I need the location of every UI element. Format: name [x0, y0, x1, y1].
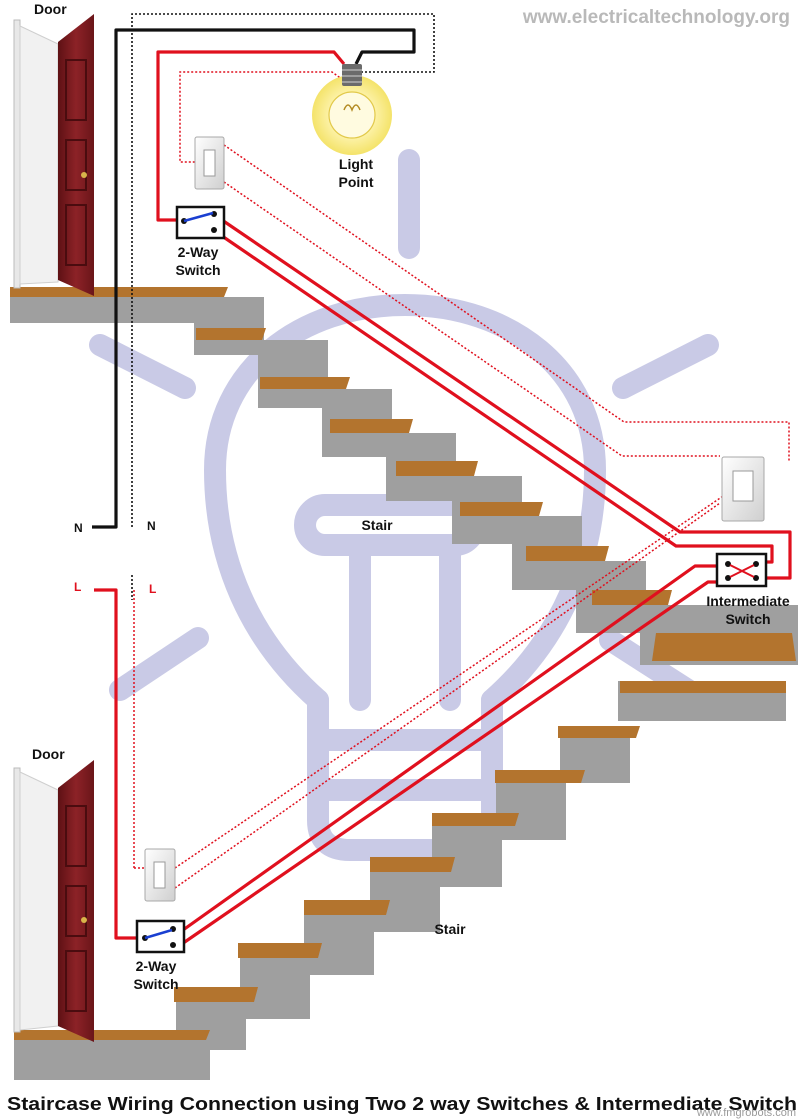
label-door-bottom: Door	[32, 746, 65, 762]
label-neutral-left: N	[74, 521, 83, 535]
conduit-red-dotted	[133, 71, 790, 889]
label-neutral-right: N	[147, 519, 156, 533]
label-switch-top-line1: 2-Way	[178, 244, 219, 260]
conduit-black-dotted	[131, 13, 435, 600]
site-url: www.electricaltechnology.org	[522, 7, 790, 28]
bottom-staircase	[174, 681, 786, 1050]
watermark-secondary: www.fmgrobots.com	[696, 1107, 796, 1119]
label-stair-bottom: Stair	[434, 921, 466, 937]
bottom-floor	[14, 1030, 210, 1080]
two-way-switch-bottom-icon	[135, 919, 186, 954]
door-top-icon	[13, 14, 94, 296]
label-switch-bottom-line1: 2-Way	[136, 958, 177, 974]
label-light-line2: Point	[339, 174, 374, 190]
label-switch-bottom-line2: Switch	[133, 976, 178, 992]
label-intermediate-line1: Intermediate	[706, 593, 789, 609]
label-live-right: L	[149, 582, 156, 596]
wall-switch-plate-top-icon	[194, 136, 225, 190]
wall-switch-plate-right-icon	[721, 456, 765, 522]
label-live-left: L	[74, 580, 81, 594]
bulb-icon	[312, 64, 392, 155]
label-door-top: Door	[34, 1, 67, 17]
door-bottom-icon	[13, 760, 94, 1042]
top-staircase	[194, 297, 798, 665]
label-light-line1: Light	[339, 156, 374, 172]
neutral-wire	[92, 28, 416, 529]
label-switch-top-line2: Switch	[175, 262, 220, 278]
wall-switch-plate-bottom-icon	[144, 848, 176, 902]
label-intermediate-line2: Switch	[725, 611, 770, 627]
top-floor	[10, 287, 228, 323]
label-stair-top: Stair	[361, 517, 393, 533]
intermediate-switch-icon	[715, 552, 768, 588]
two-way-switch-top-icon	[175, 205, 226, 240]
diagram-title: Staircase Wiring Connection using Two 2 …	[7, 1094, 797, 1114]
